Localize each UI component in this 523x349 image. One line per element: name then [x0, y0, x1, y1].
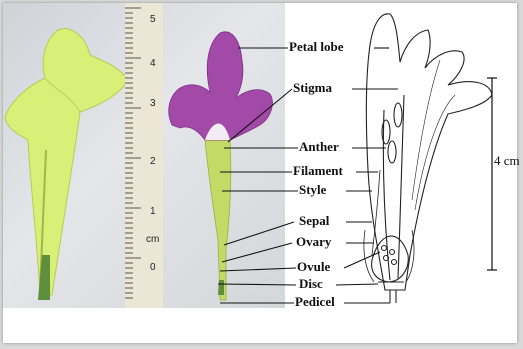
ruler-number: 4 [150, 58, 156, 69]
label-ovule: Ovule [297, 259, 330, 275]
label-anther: Anther [299, 139, 339, 155]
flower-section-drawing [364, 14, 492, 303]
label-style: Style [299, 182, 326, 198]
ruler-image: 5 4 3 2 1 cm 0 [125, 3, 163, 308]
scale-bar-label: 4 cm [494, 153, 520, 169]
label-filament: Filament [293, 163, 343, 179]
label-petal-lobe: Petal lobe [289, 39, 344, 55]
label-ovary: Ovary [296, 234, 331, 250]
ruler-unit: cm [146, 234, 159, 245]
scale-bar [487, 78, 497, 270]
ruler-number: 0 [150, 262, 156, 273]
ruler-number: 2 [150, 156, 156, 167]
label-disc: Disc [299, 276, 323, 292]
label-sepal: Sepal [299, 213, 329, 229]
purple-flower-image [169, 32, 273, 300]
ruler-number: 3 [150, 98, 156, 109]
yellow-flower-image [5, 29, 128, 300]
ruler-number: 1 [150, 206, 156, 217]
label-pedicel: Pedicel [295, 294, 335, 310]
ruler-number: 5 [150, 14, 156, 25]
label-stigma: Stigma [293, 80, 332, 96]
